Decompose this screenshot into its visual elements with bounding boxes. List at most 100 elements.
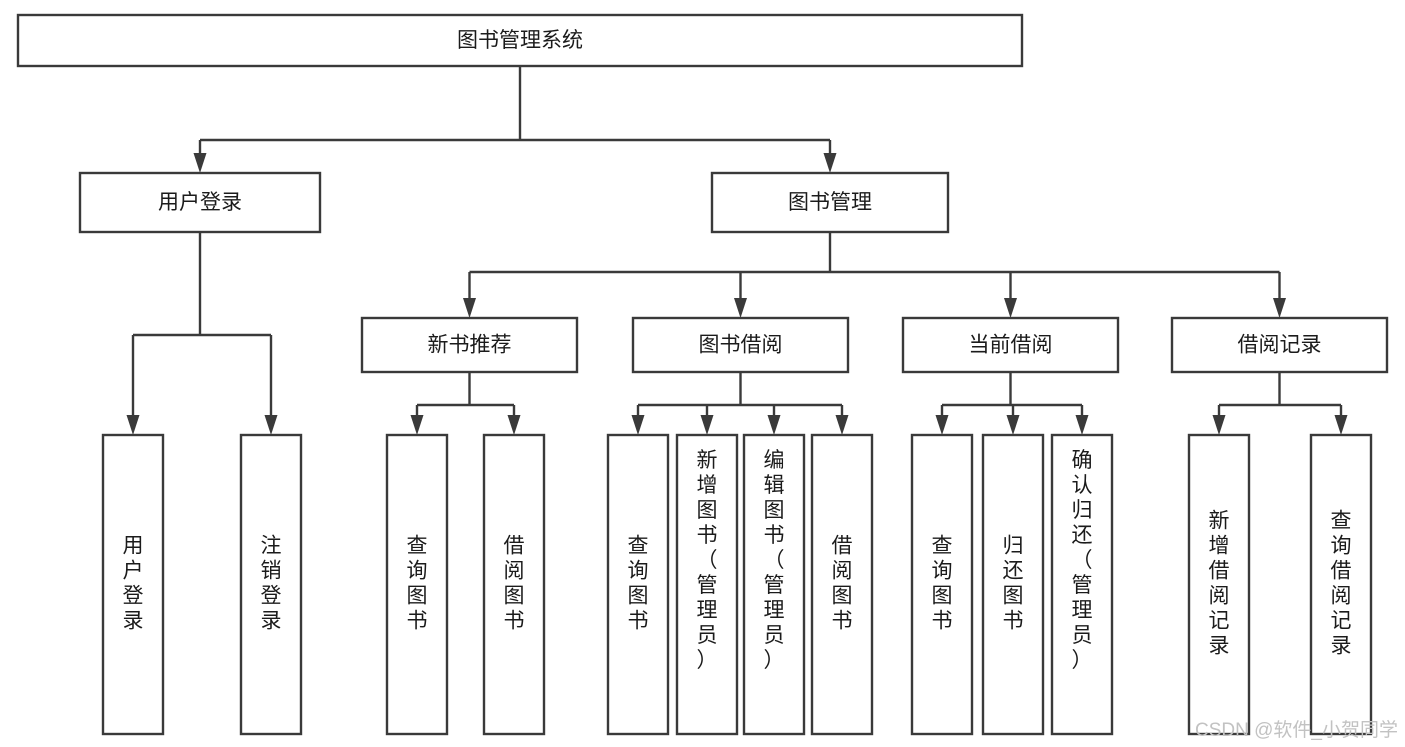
csdn-watermark: CSDN @软件_小贺同学 [1195, 719, 1398, 741]
connector-group-user-login [126, 232, 278, 435]
connector-group-root [193, 66, 837, 173]
node-box-leaf-query-book-1 [385, 433, 449, 736]
node-box-root [16, 13, 1024, 68]
node-box-leaf-query-borrow-record [1309, 433, 1373, 736]
arrow-head [1273, 298, 1286, 318]
svg-text:录: 录 [1209, 635, 1230, 658]
arrow-head [1212, 415, 1226, 435]
svg-text:）: ） [1072, 649, 1093, 672]
arrow-head [193, 153, 207, 173]
svg-text:）: ） [697, 649, 718, 672]
svg-text:录: 录 [1331, 635, 1352, 658]
svg-text:归: 归 [1003, 535, 1024, 558]
node-new-book-recommend[interactable]: 新书推荐 [360, 316, 579, 374]
node-root[interactable]: 图书管理系统 [16, 13, 1024, 68]
connector-group-new-book-recommend [410, 372, 521, 435]
node-box-leaf-user-login [101, 433, 165, 736]
node-label-book-management: 图书管理 [788, 191, 872, 214]
svg-text:书: 书 [407, 610, 428, 633]
svg-text:借: 借 [832, 535, 853, 558]
svg-text:阅: 阅 [1331, 585, 1352, 608]
svg-text:询: 询 [932, 560, 953, 583]
node-box-user-login [78, 171, 322, 234]
svg-text:图: 图 [932, 585, 953, 608]
connectors-layer [126, 66, 1348, 435]
node-box-leaf-query-book-2 [606, 433, 670, 736]
node-box-borrow-record [1170, 316, 1389, 374]
node-leaf-user-login[interactable]: 用户登录 [101, 433, 165, 736]
node-box-leaf-return-book [981, 433, 1045, 736]
svg-text:图: 图 [764, 499, 785, 522]
node-box-leaf-query-book-3 [910, 433, 974, 736]
node-box-book-management [710, 171, 950, 234]
svg-text:书: 书 [932, 610, 953, 633]
svg-text:阅: 阅 [504, 560, 525, 583]
svg-text:（: （ [1072, 549, 1093, 572]
svg-text:图: 图 [504, 585, 525, 608]
svg-text:书: 书 [504, 610, 525, 633]
svg-text:登: 登 [123, 585, 144, 608]
node-box-book-borrow [631, 316, 850, 374]
svg-text:图: 图 [1003, 585, 1024, 608]
arrow-head [734, 298, 747, 318]
node-borrow-record[interactable]: 借阅记录 [1170, 316, 1389, 374]
arrow-head [126, 415, 140, 435]
node-box-leaf-confirm-return [1050, 433, 1114, 736]
svg-text:阅: 阅 [832, 560, 853, 583]
svg-text:书: 书 [832, 610, 853, 633]
svg-text:录: 录 [123, 610, 144, 633]
connector-group-current-borrow [935, 372, 1089, 435]
svg-text:（: （ [764, 549, 785, 572]
node-book-borrow[interactable]: 图书借阅 [631, 316, 850, 374]
svg-text:查: 查 [1331, 510, 1352, 533]
arrow-head [935, 415, 949, 435]
svg-text:查: 查 [628, 535, 649, 558]
node-book-management[interactable]: 图书管理 [710, 171, 950, 234]
svg-text:借: 借 [1209, 560, 1230, 583]
node-box-leaf-edit-book [742, 433, 806, 736]
svg-text:图: 图 [628, 585, 649, 608]
arrow-head [631, 415, 645, 435]
svg-text:书: 书 [1003, 610, 1024, 633]
svg-text:图: 图 [832, 585, 853, 608]
arrow-head [264, 415, 278, 435]
svg-text:销: 销 [261, 560, 282, 583]
svg-text:图: 图 [697, 499, 718, 522]
arrow-head [507, 415, 521, 435]
svg-text:询: 询 [1331, 535, 1352, 558]
arrow-head [463, 298, 476, 318]
svg-text:还: 还 [1003, 560, 1024, 583]
svg-text:新: 新 [1209, 510, 1230, 533]
node-user-login[interactable]: 用户登录 [78, 171, 322, 234]
svg-text:）: ） [764, 649, 785, 672]
svg-text:理: 理 [697, 599, 718, 622]
node-current-borrow[interactable]: 当前借阅 [901, 316, 1120, 374]
svg-text:查: 查 [932, 535, 953, 558]
node-box-leaf-borrow-book-1 [482, 433, 546, 736]
svg-text:询: 询 [628, 560, 649, 583]
nodes-layer: 图书管理系统用户登录图书管理新书推荐图书借阅当前借阅借阅记录用户登录注销登录查询… [16, 13, 1389, 736]
svg-text:查: 查 [407, 535, 428, 558]
